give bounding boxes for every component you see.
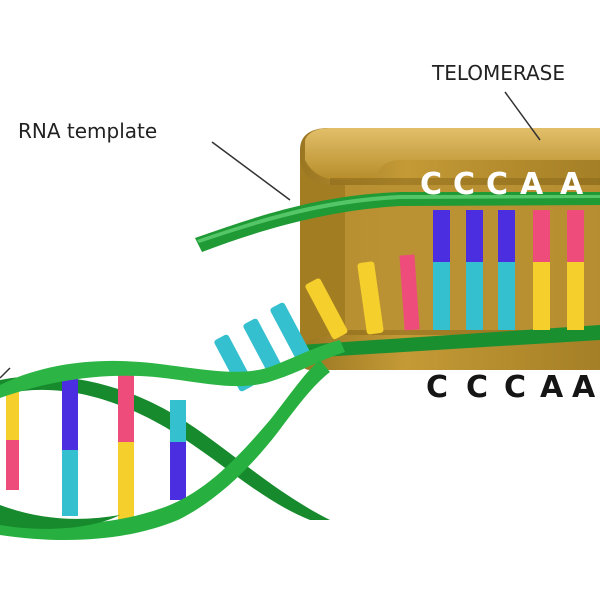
rna-base-label: A bbox=[520, 167, 545, 202]
label-telomerase: TELOMERASE bbox=[431, 61, 565, 141]
helix-pair-bottom bbox=[170, 442, 186, 500]
enzyme-top-face bbox=[305, 128, 600, 180]
rna-base-label: C bbox=[486, 167, 510, 202]
base-yellow bbox=[305, 278, 348, 340]
dna-base-label: C bbox=[504, 370, 528, 405]
base-pair-top bbox=[433, 210, 450, 262]
base-pair-bottom bbox=[433, 262, 450, 330]
dna-base-label: C bbox=[466, 370, 490, 405]
dna-base-label: A bbox=[540, 370, 565, 405]
rna-template-label: RNA template bbox=[18, 119, 157, 143]
helix-pair-top bbox=[6, 388, 19, 440]
helix-pair-top bbox=[170, 400, 186, 442]
dna-base-label: C bbox=[426, 370, 450, 405]
rna-template-strand bbox=[195, 192, 600, 252]
helix-pair-bottom bbox=[62, 450, 78, 516]
base-pair-top bbox=[466, 210, 483, 262]
rna-base-label: C bbox=[453, 167, 477, 202]
telomerase-label: TELOMERASE bbox=[431, 61, 565, 85]
dna-base-label: A bbox=[572, 370, 597, 405]
base-cyan bbox=[270, 302, 310, 360]
new-base bbox=[399, 254, 420, 331]
base-cyan bbox=[243, 318, 283, 376]
label-rna-template: RNA template bbox=[18, 119, 291, 201]
helix-pair-bottom bbox=[118, 442, 134, 520]
base-yellow bbox=[357, 261, 384, 335]
left-pointer-line bbox=[0, 367, 11, 379]
dna-helix-back-strand bbox=[0, 376, 330, 520]
base-pair-top bbox=[533, 210, 550, 262]
helix-pair-top bbox=[62, 368, 78, 450]
base-pair-top bbox=[567, 210, 584, 262]
rna-base-label: C bbox=[420, 167, 444, 202]
telomerase-pointer-line bbox=[504, 91, 541, 141]
base-pair-bottom bbox=[533, 262, 550, 330]
helix-pair-bottom bbox=[6, 440, 19, 490]
dna-helix-tail bbox=[0, 505, 120, 529]
helix-pair-top bbox=[118, 372, 134, 442]
helix-base-pairs bbox=[6, 368, 186, 520]
rna-template-sequence: C C C A A bbox=[420, 167, 585, 202]
rna-template-pointer-line bbox=[211, 141, 291, 201]
base-pair-top bbox=[498, 210, 515, 262]
base-pair-bottom bbox=[498, 262, 515, 330]
dna-strand-sequence: C C C A A bbox=[426, 370, 597, 405]
enzyme-base-pairs bbox=[399, 210, 584, 331]
rna-base-label: A bbox=[560, 167, 585, 202]
base-pair-bottom bbox=[466, 262, 483, 330]
base-pair-bottom bbox=[567, 262, 584, 330]
dna-helix-front-strand-top bbox=[0, 340, 345, 398]
dna-strand-inside bbox=[300, 325, 600, 358]
